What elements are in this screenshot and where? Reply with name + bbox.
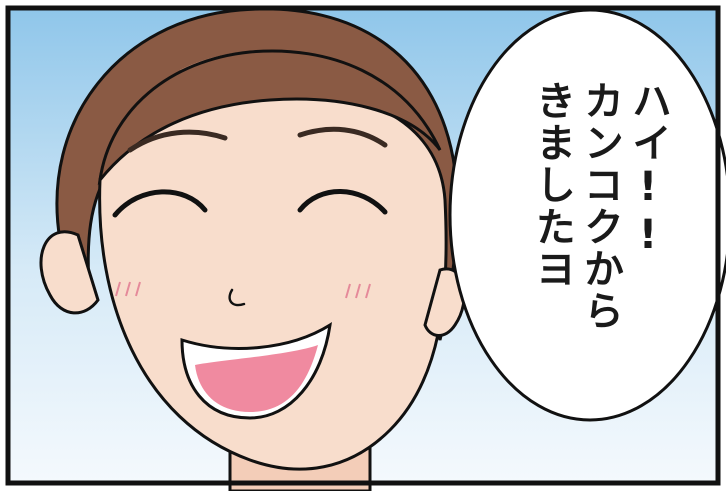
speech-line-3: きましたヨ bbox=[529, 80, 575, 290]
nose bbox=[228, 288, 246, 307]
speech-bubble-text: ハイ!! カンコクから きましたヨ bbox=[520, 80, 680, 380]
left-blush bbox=[115, 281, 141, 297]
left-ear bbox=[39, 230, 100, 315]
speech-line-2: カンコクから bbox=[577, 80, 623, 332]
left-eyebrow bbox=[127, 129, 228, 153]
panel-border bbox=[5, 5, 721, 486]
right-eye bbox=[297, 189, 388, 215]
tongue bbox=[195, 345, 318, 412]
hair-bangs bbox=[97, 49, 442, 186]
speech-line-1: ハイ!! bbox=[625, 80, 671, 260]
left-eye bbox=[112, 189, 208, 218]
right-eyebrow bbox=[297, 126, 388, 148]
right-blush bbox=[345, 283, 371, 299]
